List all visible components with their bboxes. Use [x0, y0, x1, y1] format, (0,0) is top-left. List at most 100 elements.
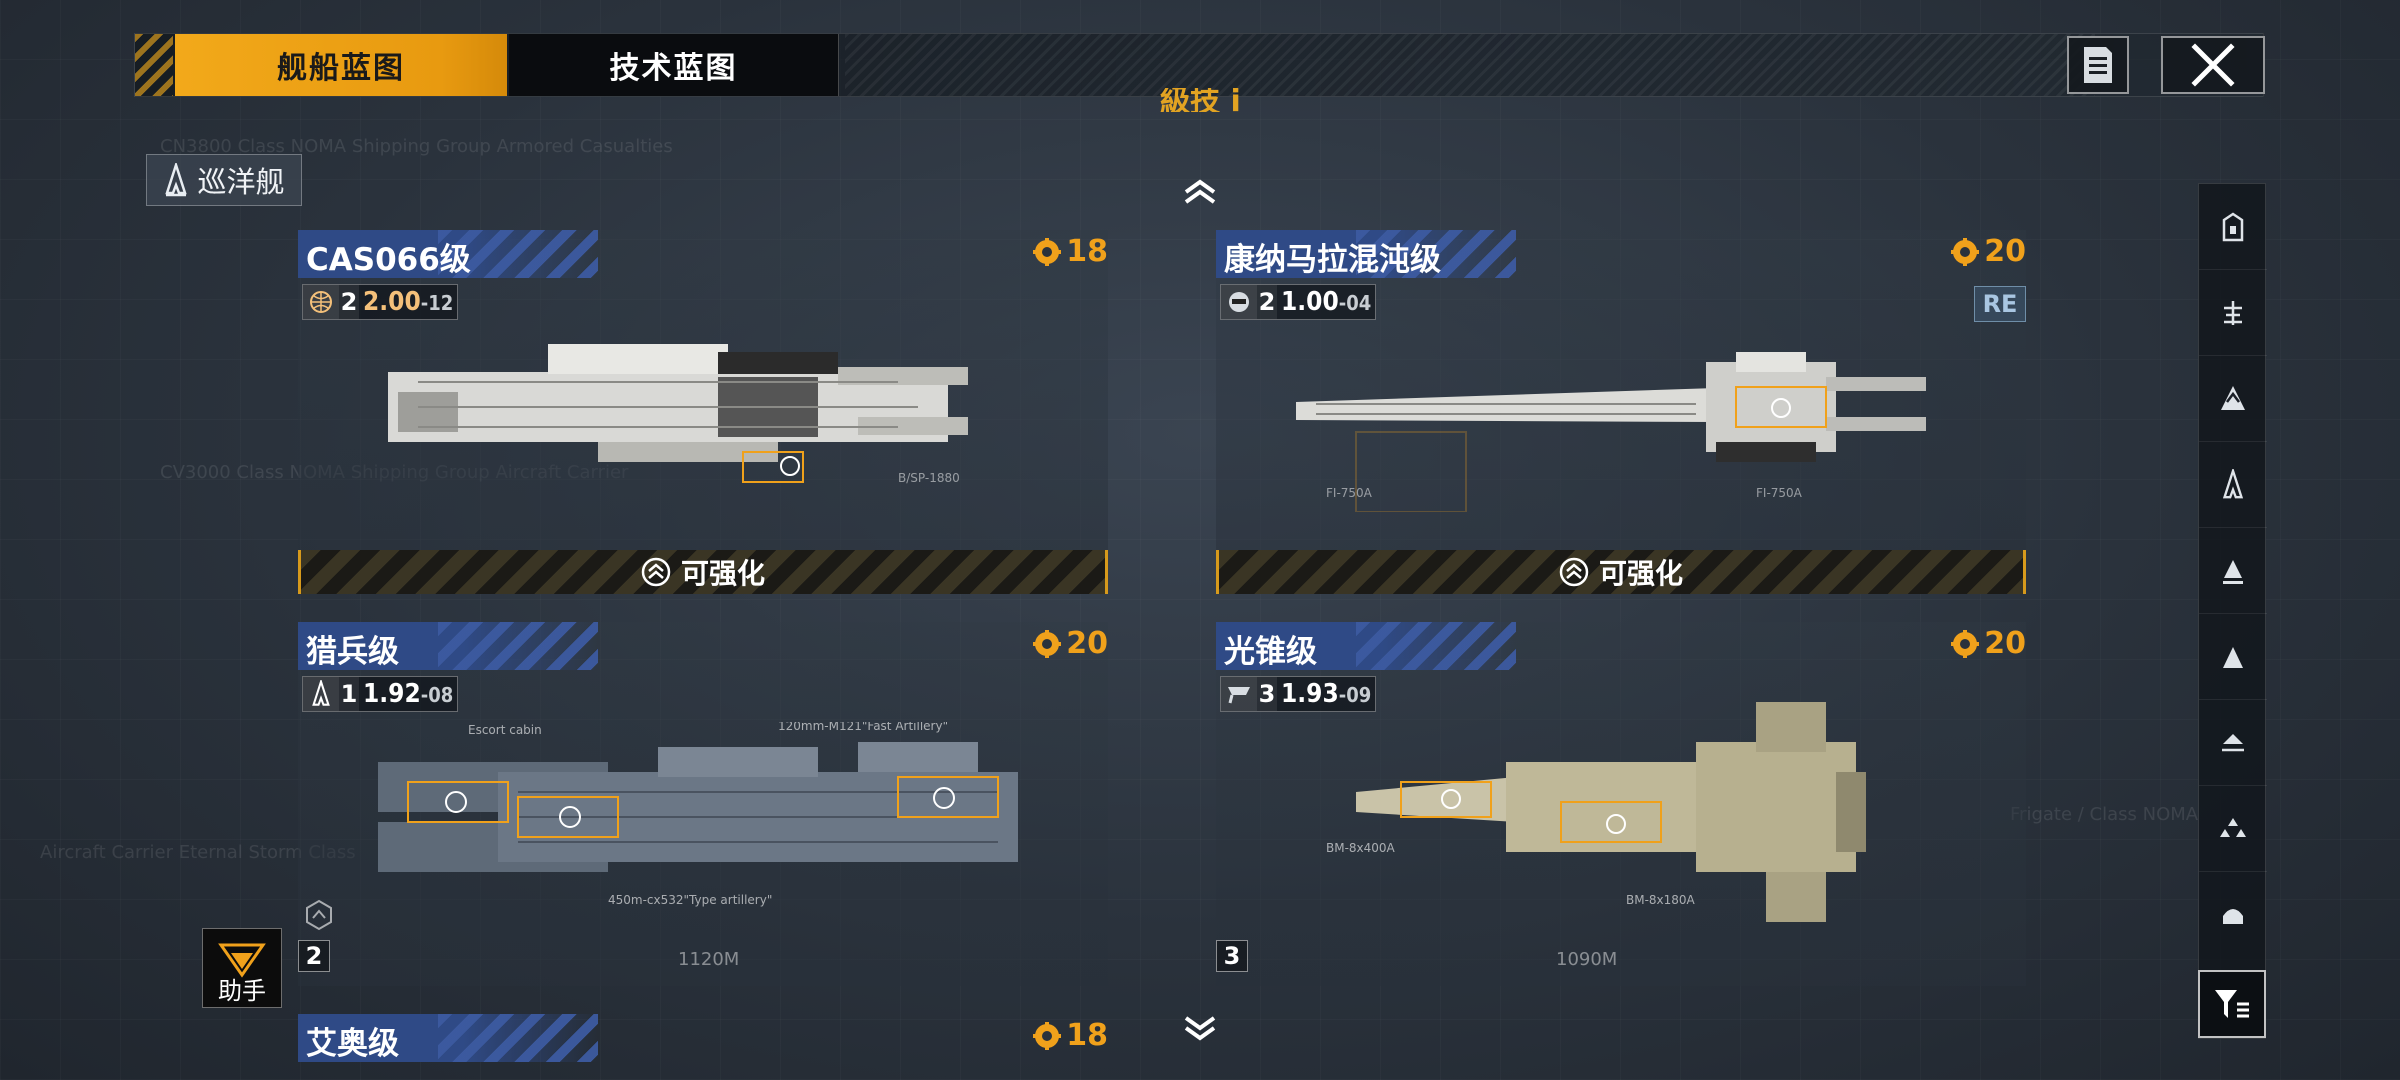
destroyer-icon	[2223, 559, 2243, 584]
cost-badge: 20	[1950, 234, 2026, 269]
ship-stats: 2 2.00-12	[302, 284, 459, 320]
ship-name: CAS066级	[306, 242, 471, 278]
cost-gear-icon	[1033, 237, 1062, 266]
cost-value: 20	[1984, 626, 2026, 661]
sidebar-item-carrier[interactable]	[2199, 270, 2267, 356]
card-header	[298, 622, 598, 670]
upgrade-label: 可强化	[1598, 557, 1683, 590]
rating-value: 1.00-04	[1281, 287, 1372, 317]
rating-value: 1.92-08	[363, 679, 454, 709]
cost-value: 18	[1066, 234, 1108, 269]
ship-blueprint-image: BM-8x400A BM-8x180A	[1326, 702, 1866, 922]
filter-icon	[2215, 990, 2249, 1018]
cost-gear-icon	[1033, 629, 1062, 658]
cost-badge: 18	[1032, 1018, 1108, 1053]
assistant-button[interactable]: 助手	[202, 928, 282, 1008]
card-header	[298, 230, 598, 278]
bg-caption: Frigate / Class NOMA	[2010, 804, 2199, 825]
sidebar-item-fighter[interactable]	[2199, 786, 2267, 872]
cost-value: 20	[1066, 626, 1108, 661]
assistant-label: 助手	[218, 977, 266, 1005]
bg-caption: Aircraft Carrier Eternal Storm Class	[40, 842, 356, 863]
hexagon-icon	[306, 899, 332, 931]
sidebar-item-base-ship[interactable]	[2199, 184, 2267, 270]
ship-stats: 1 1.92-08	[302, 676, 459, 712]
assistant-icon	[218, 943, 266, 978]
ship-length: 1090M	[1556, 949, 1618, 970]
tier-value: 1	[339, 677, 359, 711]
svg-text:B/SP-1880: B/SP-1880	[898, 471, 960, 485]
ship-blueprint-image: B/SP-1880	[388, 344, 968, 485]
category-cruiser-button[interactable]: 巡洋舰	[146, 154, 302, 206]
svg-text:BM-8x400A: BM-8x400A	[1326, 841, 1396, 855]
top-bar-pattern	[845, 34, 2095, 96]
ship-type-sidebar	[2198, 183, 2267, 1039]
card-header	[1216, 622, 1516, 670]
sidebar-item-frigate[interactable]	[2199, 614, 2267, 700]
upgrade-arrows-icon	[641, 557, 671, 587]
ship-card-light-cone[interactable]: 光锥级 20 3 1.93-09 BM-8x400A BM-8x180A 3 1…	[1216, 622, 2026, 986]
mask-emblem-icon	[1221, 285, 1257, 319]
ship-name: 康纳马拉混沌级	[1224, 242, 1441, 278]
cost-badge: 20	[1032, 626, 1108, 661]
upgrade-bar[interactable]: 可强化	[298, 550, 1108, 594]
category-label: 巡洋舰	[197, 165, 285, 199]
sidebar-item-corvette[interactable]	[2199, 700, 2267, 786]
upgrade-label: 可强化	[680, 557, 765, 590]
rating-value: 2.00-12	[363, 287, 454, 317]
tab-tech-blueprints[interactable]: 技术蓝图	[509, 34, 839, 96]
flag-emblem-icon	[1221, 677, 1257, 711]
cost-gear-icon	[1033, 1021, 1062, 1050]
ship-length: 1120M	[678, 949, 740, 970]
ship-stats: 2 1.00-04	[1220, 284, 1377, 320]
ship-stats: 3 1.93-09	[1220, 676, 1377, 712]
ship-name: 光锥级	[1224, 634, 1317, 670]
close-button[interactable]	[2161, 36, 2265, 94]
carrier-icon	[2224, 300, 2242, 325]
scroll-up-icon[interactable]	[1180, 176, 1220, 206]
card-header	[298, 1014, 598, 1062]
ship-name: 猎兵级	[306, 634, 399, 670]
sidebar-item-destroyer[interactable]	[2199, 528, 2267, 614]
svg-text:FI-750A: FI-750A	[1756, 486, 1803, 500]
upgrade-bar[interactable]: 可强化	[1216, 550, 2026, 594]
ship-blueprint-image: Escort cabin 120mm-M121"Fast Artillery" …	[378, 722, 1018, 907]
top-bar-stripe	[135, 34, 173, 96]
svg-text:FI-750A: FI-750A	[1326, 486, 1373, 500]
svg-text:Escort cabin: Escort cabin	[468, 723, 542, 737]
ship-card-connemara-chaos[interactable]: 康纳马拉混沌级 20 2 1.00-04 RE FI-750A FI-750A	[1216, 230, 2026, 594]
svg-text:450m-cx532"Type artillery": 450m-cx532"Type artillery"	[608, 893, 772, 907]
filter-button[interactable]	[2198, 970, 2266, 1038]
cost-gear-icon	[1951, 237, 1980, 266]
sidebar-item-cruiser[interactable]	[2199, 442, 2267, 528]
scroll-down-icon[interactable]	[1180, 1014, 1220, 1044]
top-bar: 舰船蓝图 技术蓝图	[134, 33, 2265, 97]
tier-value: 2	[1257, 285, 1277, 319]
document-button[interactable]	[2067, 36, 2129, 94]
ship-card-cas066[interactable]: CAS066级 18 2 2.00-12 B/SP-1880 可强化	[298, 230, 1108, 594]
tab-ship-blueprints[interactable]: 舰船蓝图	[175, 34, 507, 96]
close-icon	[2191, 43, 2235, 87]
bg-caption: CN3800 Class NOMA Shipping Group Armored…	[160, 136, 673, 157]
cruiser-icon	[303, 677, 339, 711]
re-badge: RE	[1974, 286, 2026, 322]
cruiser-icon	[2222, 468, 2244, 498]
sidebar-item-auxiliary[interactable]	[2199, 872, 2267, 958]
cost-gear-icon	[1951, 629, 1980, 658]
blueprint-count: 3	[1216, 940, 1248, 972]
sidebar-item-battleship[interactable]	[2199, 356, 2267, 442]
rating-value: 1.93-09	[1281, 679, 1372, 709]
cost-badge: 18	[1032, 234, 1108, 269]
ship-name: 艾奥级	[306, 1026, 399, 1062]
tier-value: 2	[339, 285, 359, 319]
ship-card-io[interactable]: 艾奥级 18	[298, 1014, 1108, 1080]
cruiser-icon	[165, 163, 188, 197]
fighter-icon	[2220, 817, 2246, 837]
card-header	[1216, 230, 1516, 278]
ship-blueprint-image: FI-750A FI-750A	[1296, 352, 1926, 512]
ship-card-hunter[interactable]: 猎兵级 20 1 1.92-08 Escort cabin 120mm-M121…	[298, 622, 1108, 986]
tier-value: 3	[1257, 677, 1277, 711]
scrolled-text-peek: 級技 i	[1160, 88, 1241, 112]
document-icon	[2084, 47, 2112, 83]
cost-value: 18	[1066, 1018, 1108, 1053]
